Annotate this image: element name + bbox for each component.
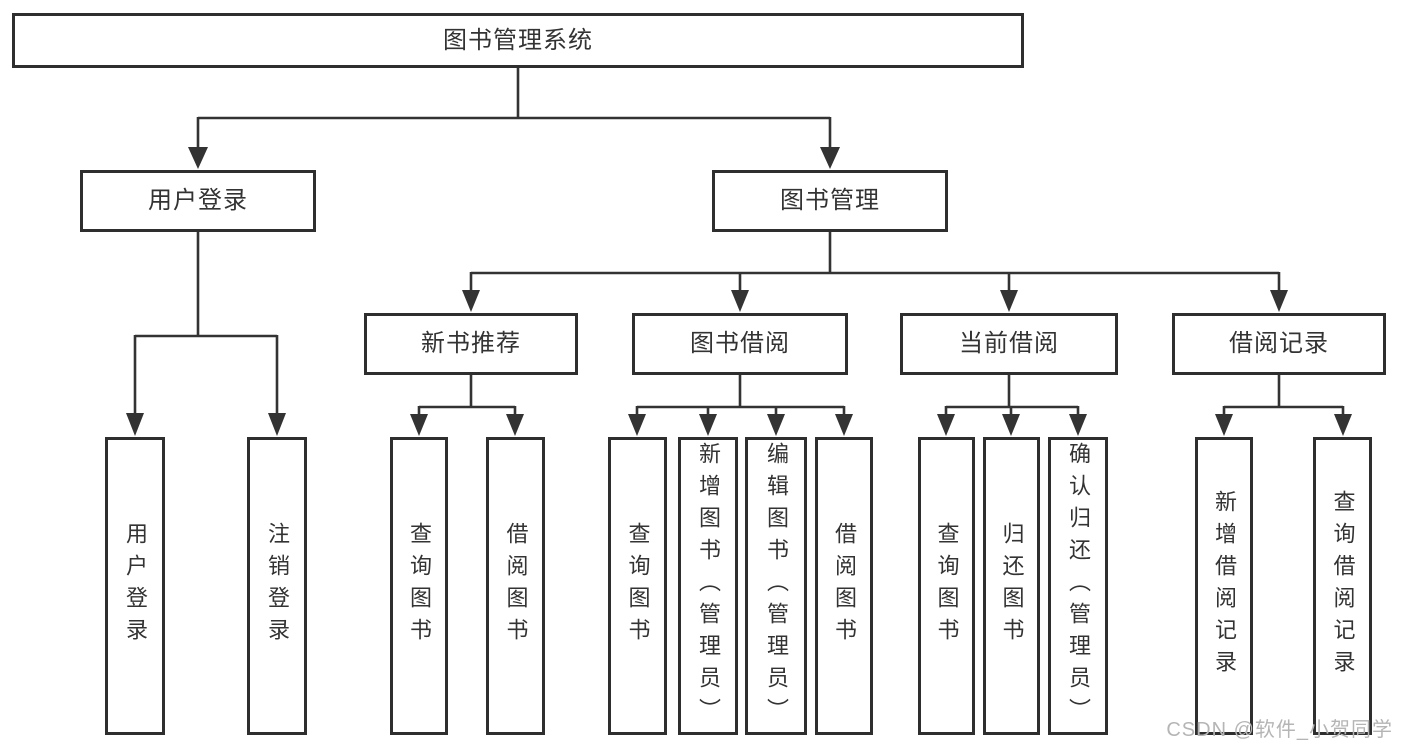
leaf-add-book-admin: 新增图书（管理员） <box>678 437 738 735</box>
node-user-login: 用户登录 <box>80 170 316 232</box>
leaf-add-borrow-record: 新增借阅记录 <box>1195 437 1253 735</box>
node-system-root: 图书管理系统 <box>12 13 1024 68</box>
connector-root-to-level2 <box>188 68 840 169</box>
leaf-confirm-return-admin: 确认归还（管理员） <box>1048 437 1108 735</box>
csdn-watermark: CSDN @软件_小贺同学 <box>1166 719 1393 741</box>
connector-records-to-leaves <box>1215 375 1352 436</box>
leaf-edit-book-admin: 编辑图书（管理员） <box>745 437 807 735</box>
connector-current-to-leaves <box>937 375 1087 436</box>
leaf-logout: 注销登录 <box>247 437 307 735</box>
leaf-return-book: 归还图书 <box>983 437 1040 735</box>
leaf-query-books-borrowing: 查询图书 <box>608 437 667 735</box>
node-book-borrowing: 图书借阅 <box>632 313 848 375</box>
leaf-query-borrow-record: 查询借阅记录 <box>1313 437 1372 735</box>
leaf-borrow-books-borrowing: 借阅图书 <box>815 437 873 735</box>
connector-userlogin-to-leaves <box>126 232 286 436</box>
node-book-management: 图书管理 <box>712 170 948 232</box>
node-borrowing-records: 借阅记录 <box>1172 313 1386 375</box>
leaf-user-login: 用户登录 <box>105 437 165 735</box>
connector-borrowing-to-leaves <box>628 375 853 436</box>
leaf-borrow-books-recommend: 借阅图书 <box>486 437 545 735</box>
node-new-book-recommend: 新书推荐 <box>364 313 578 375</box>
node-current-borrowing: 当前借阅 <box>900 313 1118 375</box>
connector-bookmgmt-to-level3 <box>462 232 1288 312</box>
leaf-query-books-current: 查询图书 <box>918 437 975 735</box>
connector-newbook-to-leaves <box>410 375 524 436</box>
leaf-query-books-recommend: 查询图书 <box>390 437 448 735</box>
